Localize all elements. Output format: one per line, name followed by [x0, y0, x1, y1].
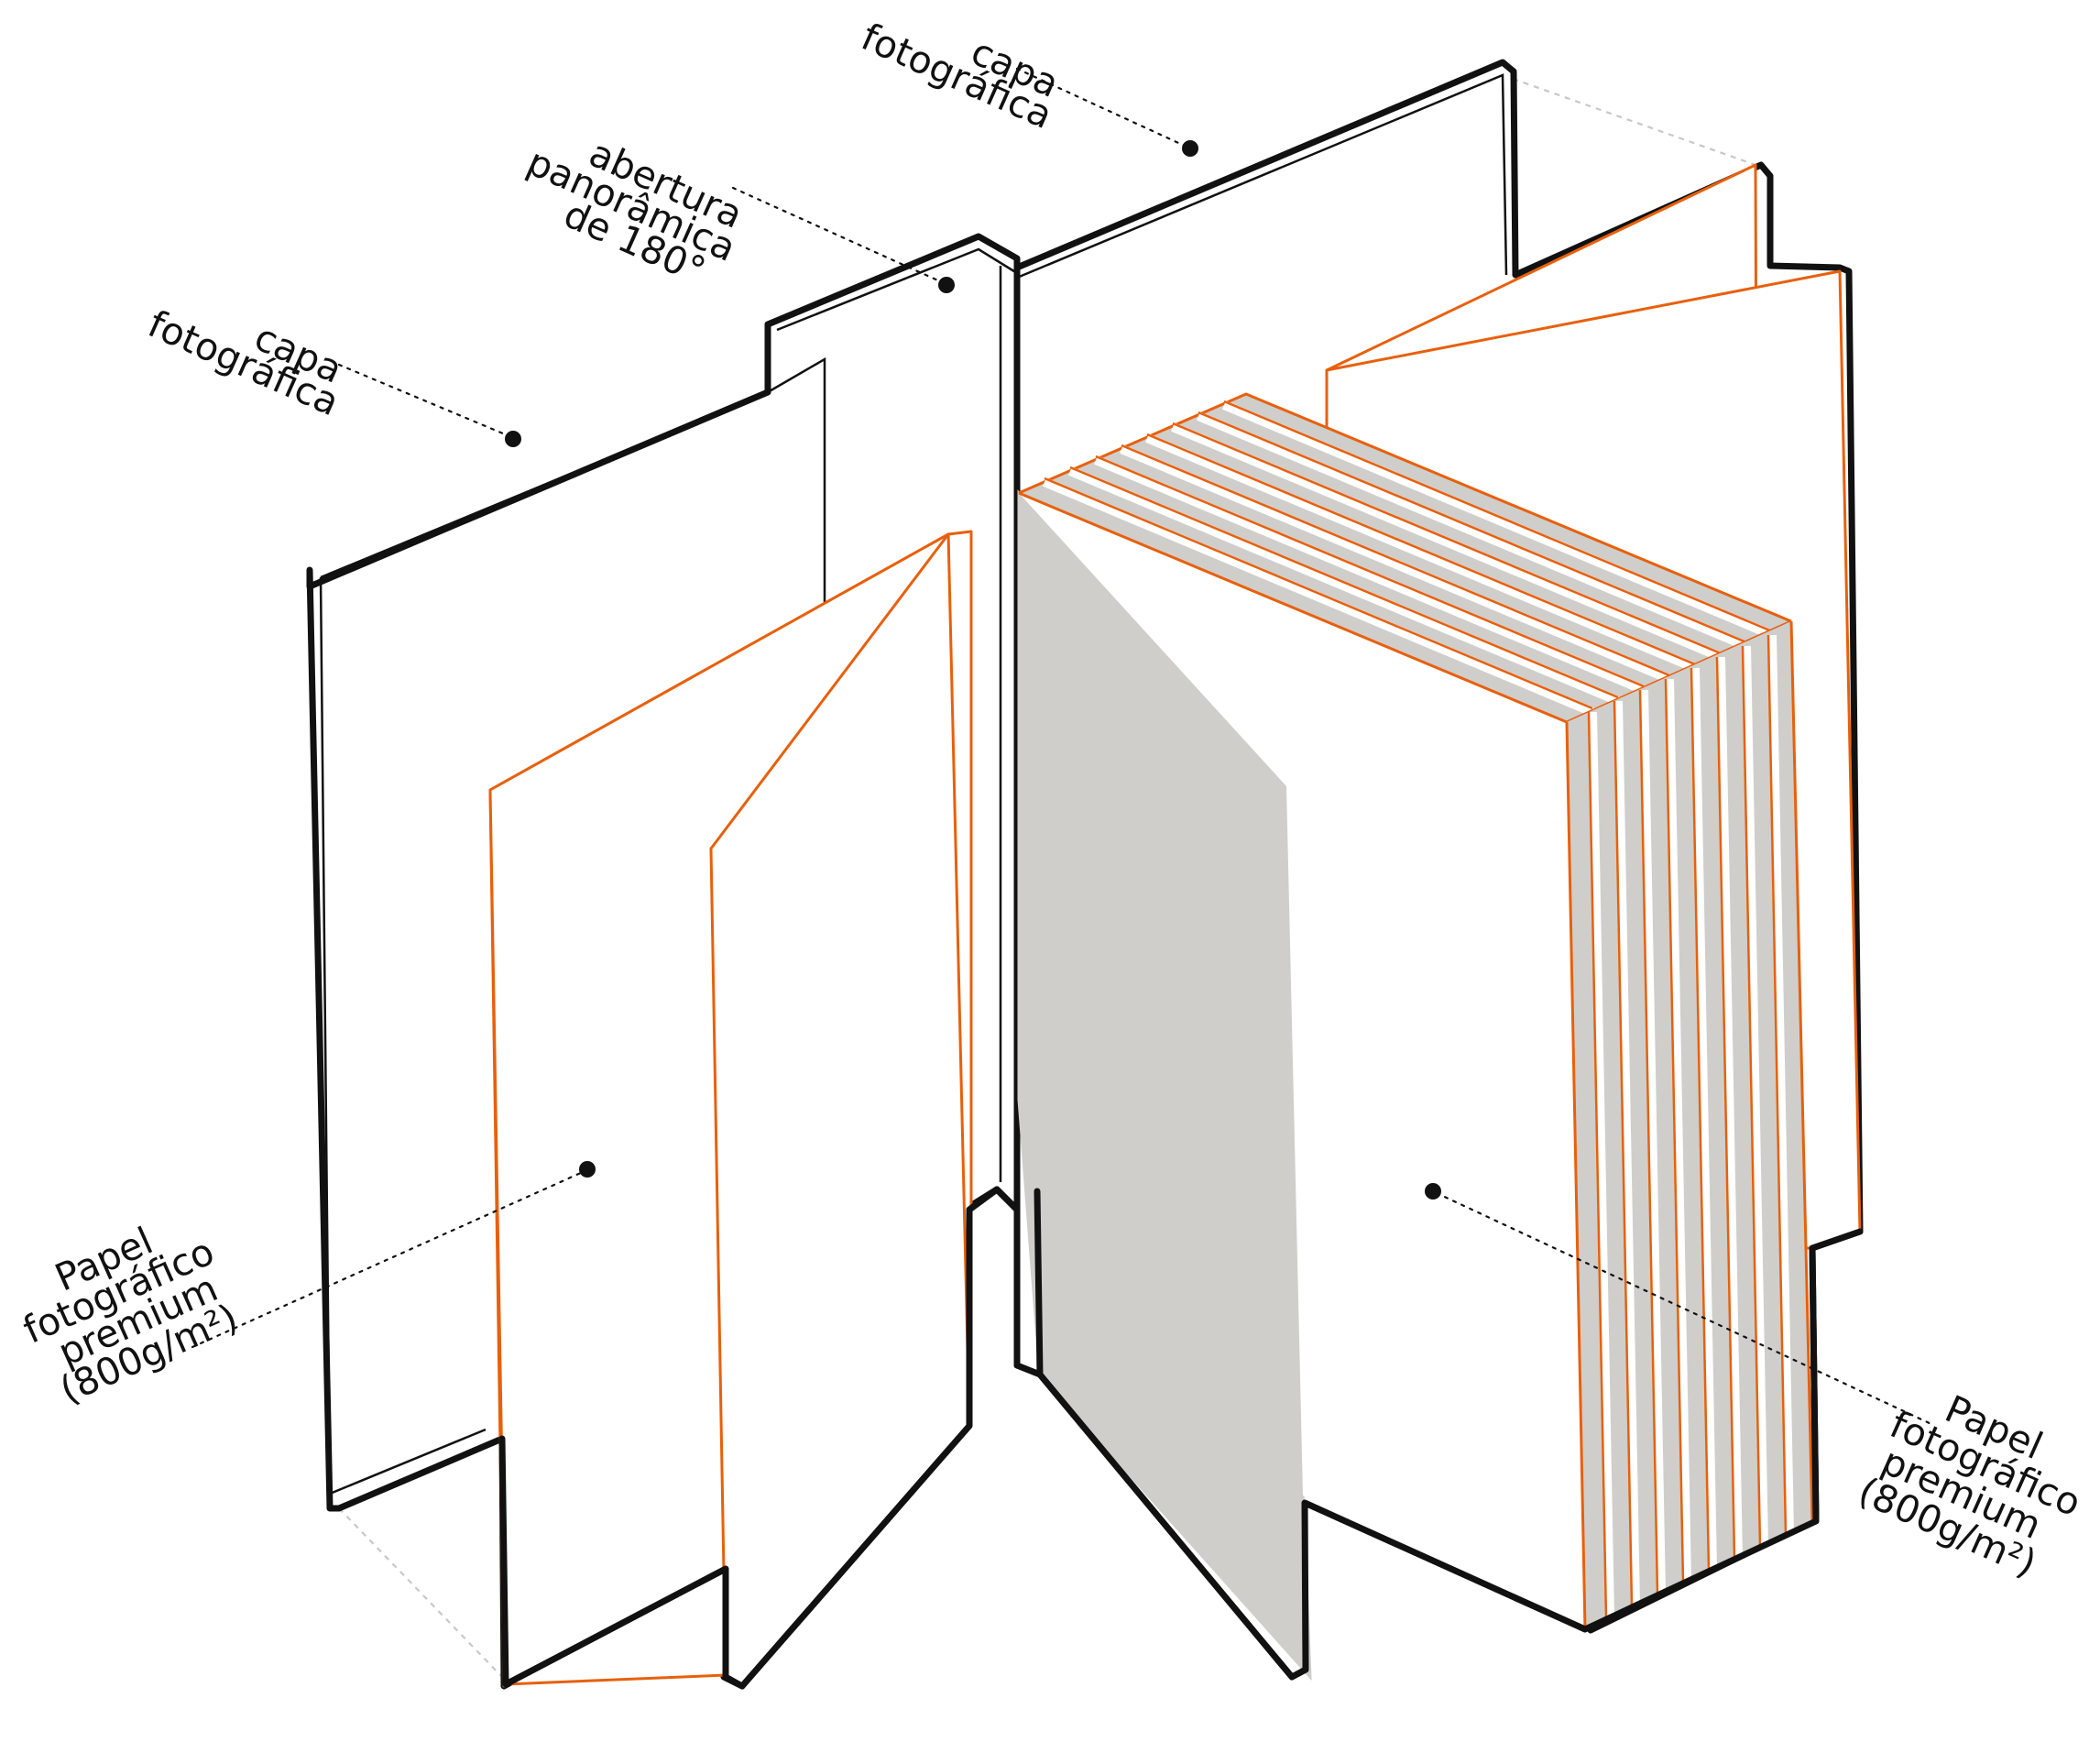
left-pages	[488, 530, 1021, 1690]
page-stack-top	[1018, 392, 1792, 724]
right-page-block	[1017, 163, 1864, 1682]
cover-left-marker	[505, 431, 521, 447]
page-stack-side	[1565, 620, 1814, 1630]
label-cover-left: capa fotográfica	[142, 301, 349, 424]
paper-left-marker	[579, 1161, 596, 1178]
cover-top-marker	[1182, 140, 1198, 157]
paper-right-marker	[1425, 1183, 1441, 1200]
label-cover-top: capa fotográfica	[855, 15, 1066, 137]
label-paper-left: Papel fotográfico premium (800g/m²)	[16, 1219, 244, 1412]
opening-marker	[938, 277, 955, 293]
leaders	[191, 67, 1935, 1427]
label-opening: abertura panorâmica de 180°	[520, 131, 749, 293]
label-paper-right: Papel fotográfico premium (800g/m²)	[1852, 1386, 2087, 1585]
